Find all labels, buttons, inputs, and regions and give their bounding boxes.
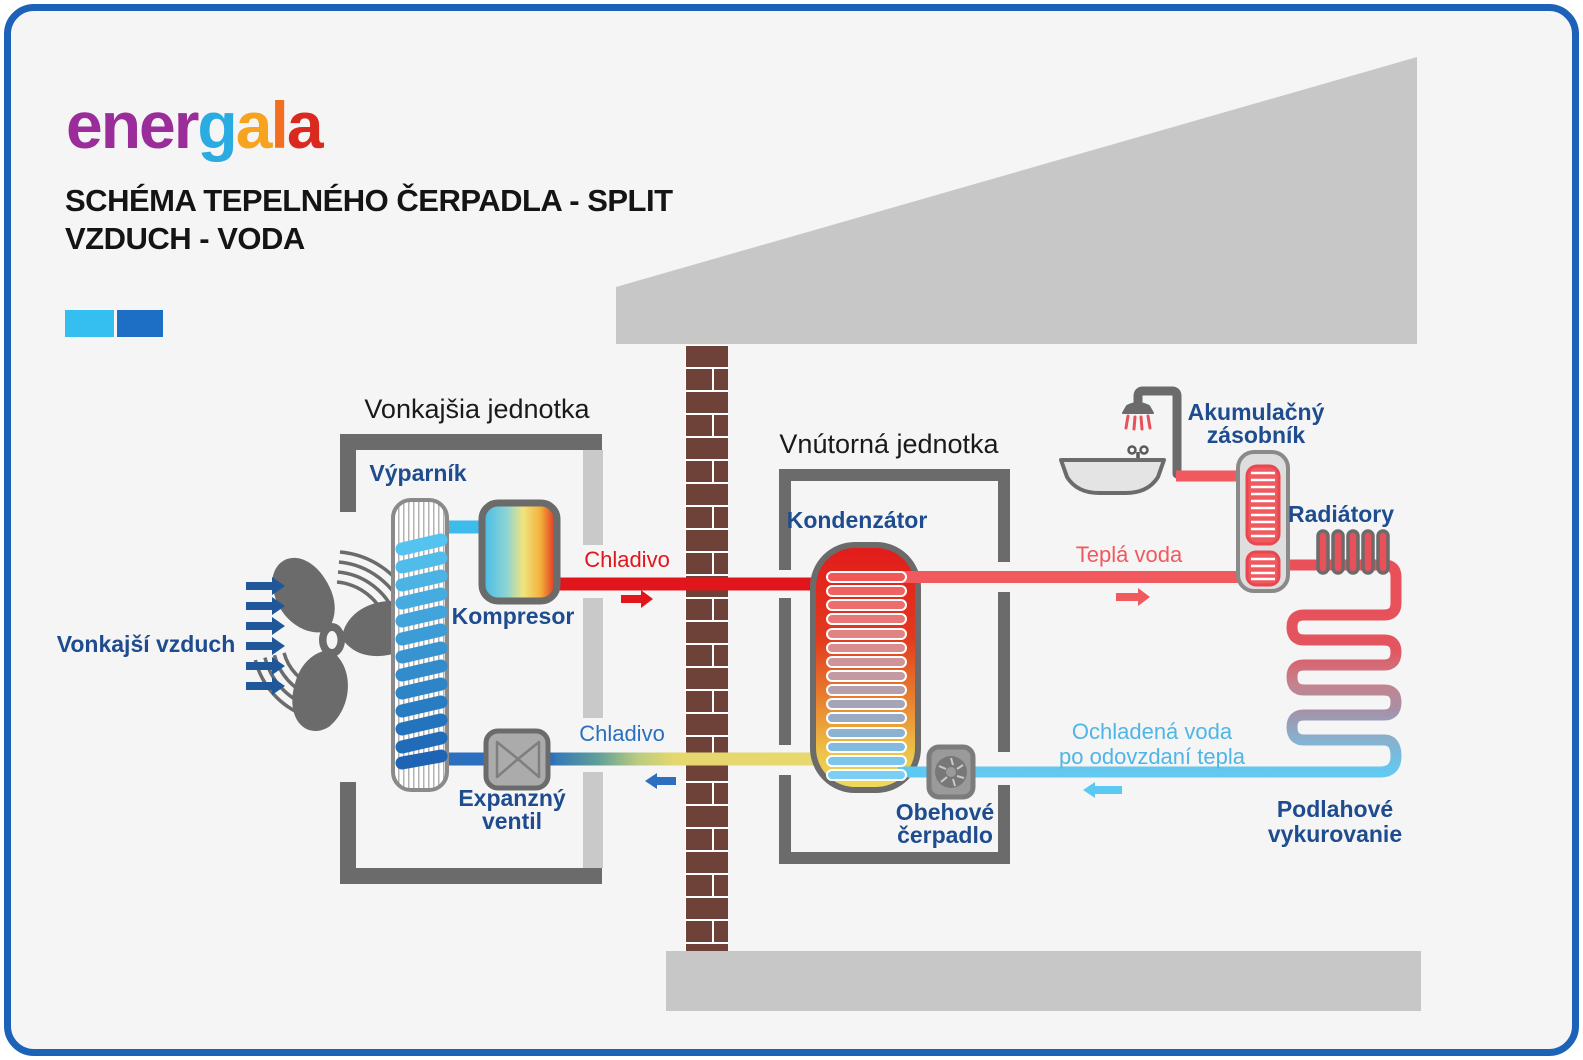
floor-heating-coil bbox=[901, 590, 1402, 778]
expansion-valve-label-line1: Expanzný bbox=[458, 785, 566, 811]
page-title-line1: SCHÉMA TEPELNÉHO ČERPADLA - SPLIT bbox=[65, 183, 673, 218]
pipe-shower-gray bbox=[1133, 386, 1182, 479]
legend-chip-light-blue bbox=[65, 310, 114, 337]
cold-water-label-line2: po odovzdaní tepla bbox=[1059, 744, 1245, 769]
flow-direction-arrows bbox=[621, 588, 1150, 798]
logo-segment: a bbox=[235, 88, 273, 162]
evaporator-label: Výparník bbox=[369, 460, 467, 486]
hot-water-label: Teplá voda bbox=[1075, 542, 1183, 567]
pump-label-line1: Obehové bbox=[895, 799, 995, 825]
bathtub-icon bbox=[1059, 458, 1166, 495]
page-title-line2: VZDUCH - VODA bbox=[65, 221, 305, 256]
shower-icon bbox=[1122, 402, 1154, 431]
radiator-icon bbox=[1316, 529, 1390, 575]
cold-water-label-line1: Ochladená voda bbox=[1071, 719, 1233, 744]
energala-logo: energala bbox=[66, 92, 324, 158]
floor-heating-label-line2: vykurovanie bbox=[1267, 821, 1403, 847]
indoor-unit-frame bbox=[779, 469, 1010, 864]
condenser-label: Kondenzátor bbox=[786, 507, 928, 533]
outdoor-unit-frame bbox=[340, 434, 602, 884]
compressor bbox=[478, 499, 561, 605]
logo-segment: l bbox=[270, 88, 288, 162]
evaporator bbox=[391, 498, 449, 792]
roof bbox=[616, 57, 1417, 344]
floor bbox=[666, 951, 1421, 1011]
logo-segment: g bbox=[197, 88, 237, 162]
outdoor-unit-label: Vonkajšia jednotka bbox=[364, 394, 590, 424]
refrigerant-hot-label: Chladivo bbox=[584, 547, 670, 572]
brick-wall bbox=[685, 345, 728, 951]
outside-air-label: Vonkajší vzduch bbox=[56, 631, 236, 657]
condenser-coil bbox=[826, 571, 907, 781]
expansion-valve-icon bbox=[483, 728, 551, 791]
logo-segment: a bbox=[286, 88, 324, 162]
storage-tank bbox=[1236, 450, 1290, 593]
legend-chip-dark-blue bbox=[117, 310, 163, 337]
air-flow-arrows bbox=[246, 577, 285, 695]
circulation-pump-icon bbox=[926, 744, 976, 800]
compressor-label: Kompresor bbox=[451, 603, 575, 629]
pump-label-line2: čerpadlo bbox=[897, 822, 993, 848]
storage-tank-label-line2: zásobník bbox=[1206, 422, 1306, 448]
refrigerant-cold-label: Chladivo bbox=[579, 721, 665, 746]
radiators-label: Radiátory bbox=[1287, 501, 1395, 527]
expansion-valve-label-line2: ventil bbox=[481, 808, 543, 834]
storage-tank-label-line1: Akumulačný bbox=[1187, 399, 1325, 425]
floor-heating-label-line1: Podlahové bbox=[1276, 796, 1394, 822]
outdoor-unit-right-wall bbox=[583, 450, 603, 868]
indoor-unit-label: Vnútorná jednotka bbox=[779, 429, 999, 459]
logo-segment: ener bbox=[66, 88, 199, 162]
